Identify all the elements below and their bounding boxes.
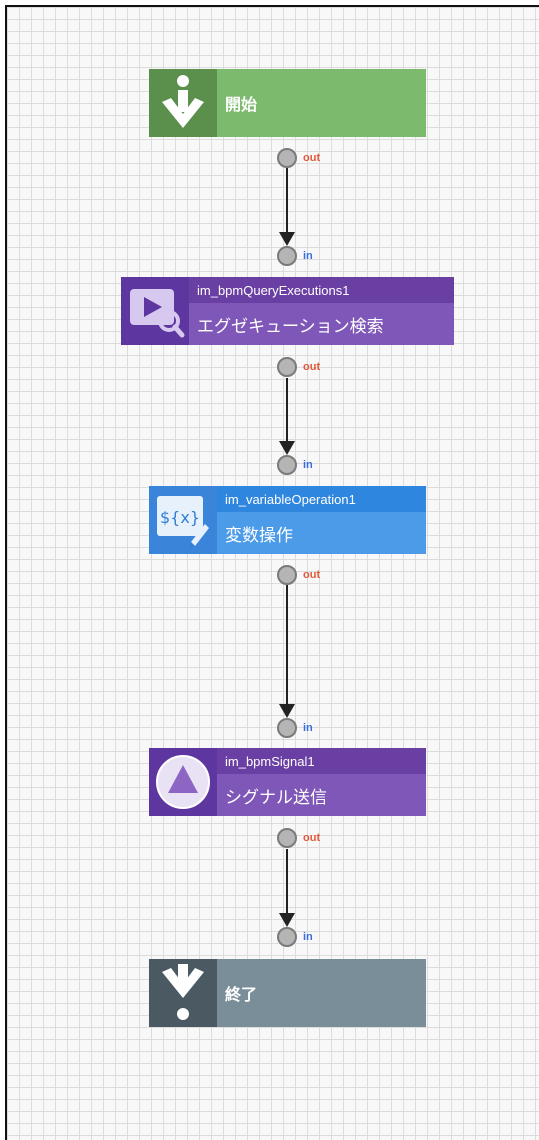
arrowhead-2 xyxy=(279,441,295,455)
signal-icon-box xyxy=(149,748,217,816)
start-node[interactable]: 開始 xyxy=(149,69,426,137)
query-out-label: out xyxy=(303,361,321,373)
signal-out-label: out xyxy=(303,832,321,844)
play-search-icon xyxy=(130,289,185,338)
query-in-label: in xyxy=(303,250,313,262)
variable-icon-box: ${x} xyxy=(149,486,217,554)
flow-canvas[interactable] xyxy=(5,5,539,1140)
end-node[interactable]: 終了 xyxy=(149,959,426,1027)
variable-in-port[interactable] xyxy=(277,455,297,475)
start-node-label: 開始 xyxy=(225,95,258,114)
signal-node[interactable]: im_bpmSignal1 シグナル送信 xyxy=(149,748,426,816)
variable-out-label: out xyxy=(303,569,321,581)
arrowhead-3 xyxy=(279,704,295,718)
end-icon-box xyxy=(149,959,217,1027)
query-out-port[interactable] xyxy=(277,357,297,377)
variable-operation-node[interactable]: ${x} im_variableOperation1 変数操作 xyxy=(149,486,426,554)
variable-edit-icon: ${x} xyxy=(157,496,209,548)
start-out-port[interactable] xyxy=(277,148,297,168)
signal-in-label: in xyxy=(303,722,313,734)
triangle-signal-icon xyxy=(156,755,210,809)
start-icon-box xyxy=(149,69,217,137)
arrow-down-icon xyxy=(162,75,204,128)
svg-text:${x}: ${x} xyxy=(160,508,200,527)
signal-node-label: シグナル送信 xyxy=(225,787,327,808)
query-in-port[interactable] xyxy=(277,246,297,266)
end-node-label: 終了 xyxy=(225,985,258,1004)
query-executions-node[interactable]: im_bpmQueryExecutions1 エグゼキューション検索 xyxy=(121,277,454,345)
arrowhead-1 xyxy=(279,232,295,246)
query-icon-box xyxy=(121,277,189,345)
variable-node-label: 変数操作 xyxy=(225,525,293,546)
variable-out-port[interactable] xyxy=(277,565,297,585)
signal-in-port[interactable] xyxy=(277,718,297,738)
variable-node-title: im_variableOperation1 xyxy=(217,486,426,512)
start-out-label: out xyxy=(303,152,321,164)
query-node-label: エグゼキューション検索 xyxy=(197,316,384,337)
arrow-down-icon xyxy=(162,964,204,1020)
signal-node-title: im_bpmSignal1 xyxy=(217,748,426,774)
signal-out-port[interactable] xyxy=(277,828,297,848)
end-in-label: in xyxy=(303,931,313,943)
variable-in-label: in xyxy=(303,459,313,471)
end-in-port[interactable] xyxy=(277,927,297,947)
arrowhead-4 xyxy=(279,913,295,927)
query-node-title: im_bpmQueryExecutions1 xyxy=(189,277,454,303)
